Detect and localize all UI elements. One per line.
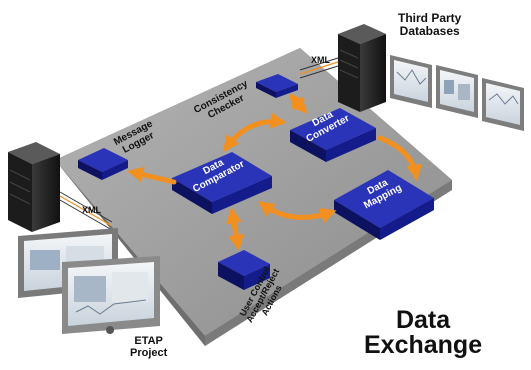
etap-project-label: ETAP Project (130, 335, 168, 359)
xml-link-top (299, 57, 339, 79)
data-exchange-title: Data Exchange (364, 306, 483, 359)
arrow-converter-mapping (377, 135, 423, 181)
user-control-block (218, 250, 270, 290)
third-party-server-icon (338, 24, 386, 112)
third-party-monitor-icon (390, 55, 432, 108)
xml-left-label: XML (82, 205, 101, 215)
data-mapping-block (334, 170, 434, 240)
arrow-comparator-logger (127, 166, 177, 185)
third-party-monitor-icon (482, 78, 524, 131)
xml-top-label: XML (311, 55, 330, 65)
arrow-comparator-mapping (258, 201, 337, 224)
data-converter-block (290, 108, 376, 162)
third-party-databases-label: Third Party Databases (398, 11, 462, 38)
third-party-monitor-icon (436, 65, 478, 118)
consistency-checker-block (256, 74, 298, 98)
arrow-checker-converter (288, 93, 308, 114)
data-comparator-block (172, 152, 272, 214)
arrow-comparator-usercontrol (226, 207, 244, 251)
arrow-comparator-converter (223, 112, 287, 152)
message-logger-block (78, 148, 128, 180)
left-server-icon (8, 142, 60, 232)
flow-arrows (127, 93, 423, 251)
etap-monitor-icon (62, 256, 160, 334)
xml-link-left (59, 191, 113, 231)
